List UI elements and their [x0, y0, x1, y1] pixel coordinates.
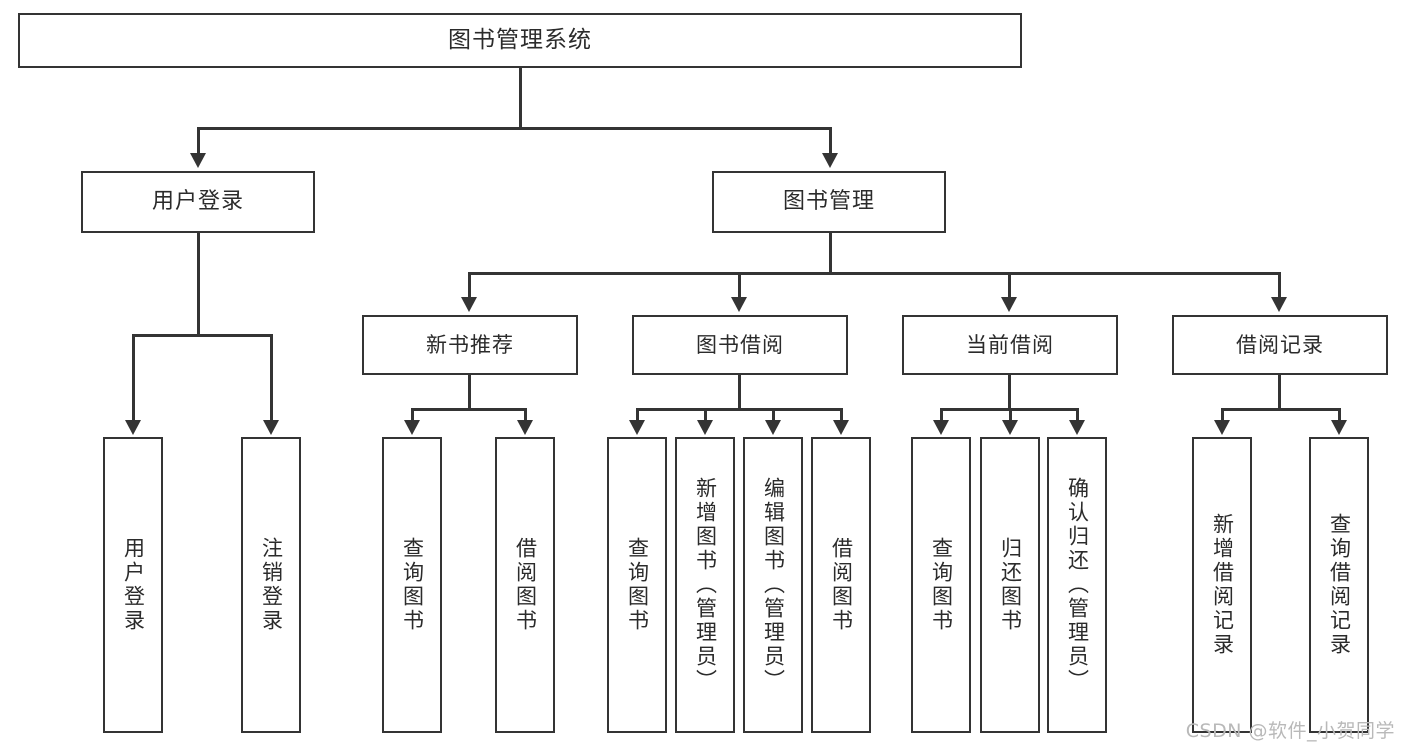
node-label: 注销登录 — [259, 537, 284, 633]
leaf-book-borrow-lend[interactable]: 借阅图书 — [811, 437, 871, 733]
connector-book-manage-to-current — [1008, 272, 1011, 299]
connector-book-manage-to-borrow — [738, 272, 741, 299]
arrowhead-new-book-leaf-2 — [517, 420, 533, 435]
connector-current-borrow-stem — [1008, 375, 1011, 409]
connector-root-stem — [519, 68, 522, 128]
node-current-borrow[interactable]: 当前借阅 — [902, 315, 1118, 375]
arrowhead-user-login-leaf-2 — [263, 420, 279, 435]
node-label: 查询图书 — [625, 537, 650, 633]
leaf-current-borrow-query[interactable]: 查询图书 — [911, 437, 971, 733]
connector-root-to-book-manage — [829, 127, 832, 155]
node-label: 当前借阅 — [966, 332, 1054, 357]
arrowhead-current-borrow-leaf-2 — [1002, 420, 1018, 435]
leaf-book-borrow-edit[interactable]: 编辑图书（管理员） — [743, 437, 803, 733]
connector-borrow-record-to-leaf-2 — [1338, 408, 1341, 422]
node-label: 新增借阅记录 — [1210, 513, 1235, 657]
connector-new-book-to-leaf-2 — [524, 408, 527, 422]
arrowhead-current-borrow-leaf-3 — [1069, 420, 1085, 435]
arrowhead-book-borrow-leaf-1 — [629, 420, 645, 435]
connector-book-borrow-to-leaf-2 — [704, 408, 707, 422]
connector-current-borrow-to-leaf-3 — [1076, 408, 1079, 422]
leaf-borrow-record-add[interactable]: 新增借阅记录 — [1192, 437, 1252, 733]
leaf-user-login-logout[interactable]: 注销登录 — [241, 437, 301, 733]
node-label: 编辑图书（管理员） — [761, 477, 786, 693]
leaf-book-borrow-add[interactable]: 新增图书（管理员） — [675, 437, 735, 733]
arrowhead-book-manage-current — [1001, 297, 1017, 312]
arrowhead-new-book-leaf-1 — [404, 420, 420, 435]
arrowhead-book-borrow-leaf-4 — [833, 420, 849, 435]
arrowhead-root-to-book-manage — [822, 153, 838, 168]
connector-book-borrow-to-leaf-1 — [636, 408, 639, 422]
connector-borrow-record-stem — [1278, 375, 1281, 409]
node-label: 图书管理 — [782, 189, 875, 215]
node-borrow-record[interactable]: 借阅记录 — [1172, 315, 1388, 375]
connector-user-login-bus — [132, 334, 272, 337]
node-label: 借阅图书 — [829, 537, 854, 633]
connector-book-borrow-to-leaf-3 — [772, 408, 775, 422]
leaf-borrow-record-query[interactable]: 查询借阅记录 — [1309, 437, 1369, 733]
connector-user-login-to-leaf-1 — [132, 334, 135, 422]
node-new-book-recommend[interactable]: 新书推荐 — [362, 315, 578, 375]
arrowhead-book-manage-record — [1271, 297, 1287, 312]
arrowhead-book-manage-new-book — [461, 297, 477, 312]
connector-book-manage-stem — [829, 233, 832, 273]
node-label: 查询图书 — [400, 537, 425, 633]
connector-user-login-stem — [197, 233, 200, 335]
arrowhead-book-borrow-leaf-3 — [765, 420, 781, 435]
node-label: 查询图书 — [929, 537, 954, 633]
node-book-management[interactable]: 图书管理 — [712, 171, 946, 233]
connector-current-borrow-to-leaf-2 — [1009, 408, 1012, 422]
connector-book-manage-bus — [468, 272, 1280, 275]
arrowhead-borrow-record-leaf-1 — [1214, 420, 1230, 435]
connector-root-to-user-login — [197, 127, 200, 155]
arrowhead-borrow-record-leaf-2 — [1331, 420, 1347, 435]
leaf-current-borrow-return[interactable]: 归还图书 — [980, 437, 1040, 733]
arrowhead-book-manage-borrow — [731, 297, 747, 312]
connector-new-book-to-leaf-1 — [411, 408, 414, 422]
connector-user-login-to-leaf-2 — [270, 334, 273, 422]
leaf-new-book-query[interactable]: 查询图书 — [382, 437, 442, 733]
node-label: 确认归还（管理员） — [1065, 477, 1090, 693]
node-label: 借阅记录 — [1236, 332, 1324, 357]
connector-book-manage-to-record — [1278, 272, 1281, 299]
node-label: 查询借阅记录 — [1327, 513, 1352, 657]
node-label: 归还图书 — [998, 537, 1023, 633]
leaf-book-borrow-query[interactable]: 查询图书 — [607, 437, 667, 733]
node-label: 用户登录 — [121, 537, 146, 633]
connector-book-borrow-bus — [636, 408, 842, 411]
node-label: 图书管理系统 — [448, 27, 592, 54]
node-label: 图书借阅 — [696, 332, 784, 357]
node-book-borrow[interactable]: 图书借阅 — [632, 315, 848, 375]
connector-borrow-record-bus — [1221, 408, 1340, 411]
node-label: 借阅图书 — [513, 537, 538, 633]
arrowhead-book-borrow-leaf-2 — [697, 420, 713, 435]
node-label: 新增图书（管理员） — [693, 477, 718, 693]
connector-book-manage-to-new-book — [468, 272, 471, 299]
connector-book-borrow-stem — [738, 375, 741, 409]
node-label: 新书推荐 — [426, 332, 514, 357]
arrowhead-root-to-user-login — [190, 153, 206, 168]
node-root-system[interactable]: 图书管理系统 — [18, 13, 1022, 68]
leaf-new-book-borrow[interactable]: 借阅图书 — [495, 437, 555, 733]
leaf-user-login-login[interactable]: 用户登录 — [103, 437, 163, 733]
arrowhead-current-borrow-leaf-1 — [933, 420, 949, 435]
node-user-login[interactable]: 用户登录 — [81, 171, 315, 233]
leaf-current-borrow-confirm[interactable]: 确认归还（管理员） — [1047, 437, 1107, 733]
connector-book-borrow-to-leaf-4 — [840, 408, 843, 422]
connector-current-borrow-to-leaf-1 — [940, 408, 943, 422]
arrowhead-user-login-leaf-1 — [125, 420, 141, 435]
connector-root-bus — [197, 127, 831, 130]
connector-new-book-stem — [468, 375, 471, 409]
node-label: 用户登录 — [151, 189, 244, 215]
connector-new-book-bus — [411, 408, 526, 411]
connector-borrow-record-to-leaf-1 — [1221, 408, 1224, 422]
